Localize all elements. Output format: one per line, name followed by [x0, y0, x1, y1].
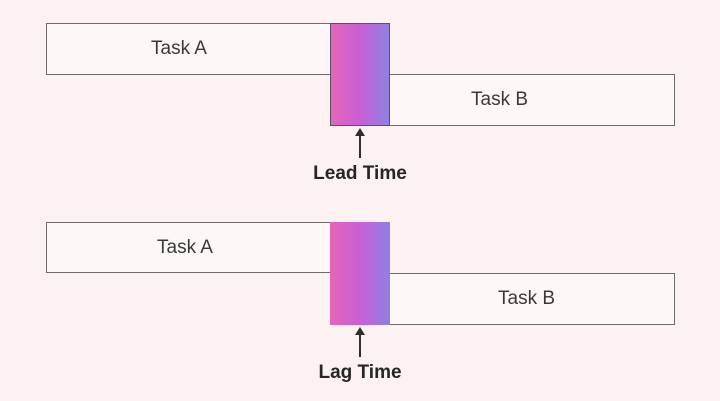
lead-time-label: Lead Time: [313, 163, 407, 184]
lag-arrow-icon: [355, 327, 365, 357]
lead-task-b-label: Task B: [471, 89, 529, 110]
lead-task-a-label: Task A: [151, 38, 207, 59]
lead-time-overlap: [330, 23, 390, 126]
lag-task-b-bar: Task B: [389, 273, 675, 325]
lag-task-b-label: Task B: [498, 288, 556, 309]
lag-task-a-bar: Task A: [46, 222, 331, 273]
lead-arrow-icon: [355, 128, 365, 158]
lag-time-label: Lag Time: [318, 362, 402, 383]
lag-task-a-label: Task A: [157, 236, 213, 258]
lag-time-gap: [330, 222, 390, 325]
